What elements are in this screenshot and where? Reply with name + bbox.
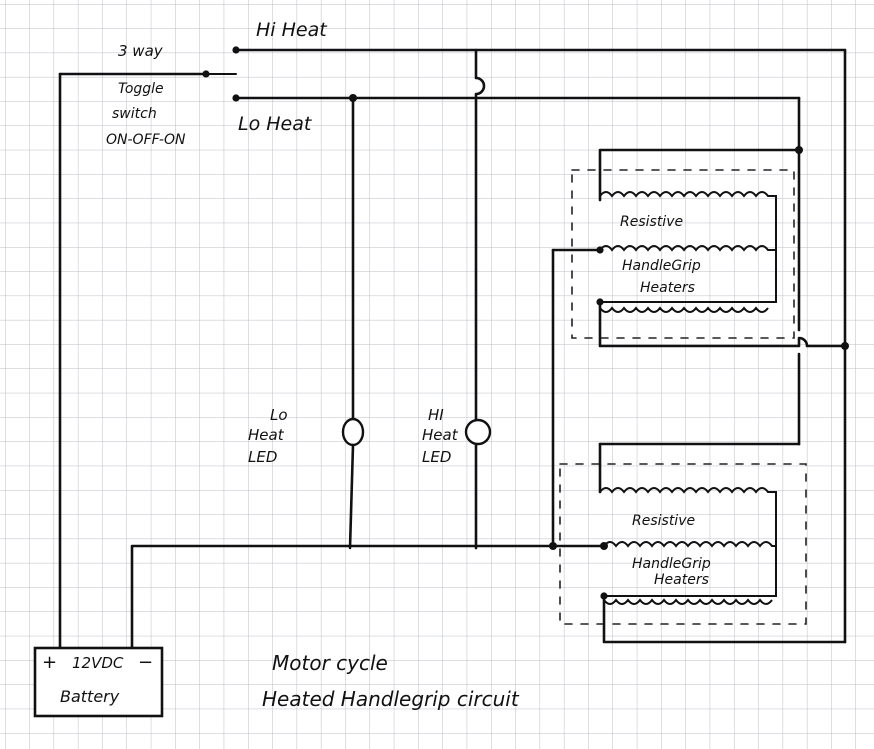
heater-1 — [571, 146, 849, 446]
toggle-label-line1: Toggle — [118, 81, 164, 97]
hi-heat-label: Hi Heat — [256, 19, 328, 41]
hi-led-label-line3: LED — [422, 448, 451, 466]
battery-plus-label: + — [42, 652, 57, 673]
toggle-label-line3: ON-OFF-ON — [106, 132, 186, 148]
heater-2 — [559, 442, 847, 644]
lo-heat-led — [341, 417, 365, 550]
lo-led-label-line1: Lo — [270, 406, 288, 424]
battery-voltage-label: 12VDC — [72, 654, 124, 672]
heater1-label-line3: Heaters — [640, 280, 695, 296]
lo-led-label-line2: Heat — [248, 426, 285, 444]
lo-heat-wire — [234, 94, 801, 422]
heater1-label-line1: Resistive — [620, 214, 683, 230]
hi-led-label-line2: Heat — [422, 426, 459, 444]
hi-led-label-line1: HI — [428, 406, 444, 424]
heater1-label-line2: HandleGrip — [622, 258, 701, 274]
three-way-label: 3 way — [118, 42, 164, 60]
title-line2: Heated Handlegrip circuit — [262, 687, 520, 711]
battery — [33, 646, 164, 718]
lo-heat-label: Lo Heat — [238, 113, 313, 135]
lo-led-label-line3: LED — [248, 448, 277, 466]
toggle-label-line2: switch — [112, 106, 157, 122]
battery-minus-label: − — [138, 652, 153, 673]
heater2-label-line2: HandleGrip — [632, 556, 711, 572]
battery-name-label: Battery — [60, 687, 120, 706]
heater2-label-line1: Resistive — [632, 513, 695, 529]
hi-heat-led — [464, 418, 492, 446]
heater2-label-line3: Heaters — [654, 572, 709, 588]
title-line1: Motor cycle — [272, 651, 388, 675]
